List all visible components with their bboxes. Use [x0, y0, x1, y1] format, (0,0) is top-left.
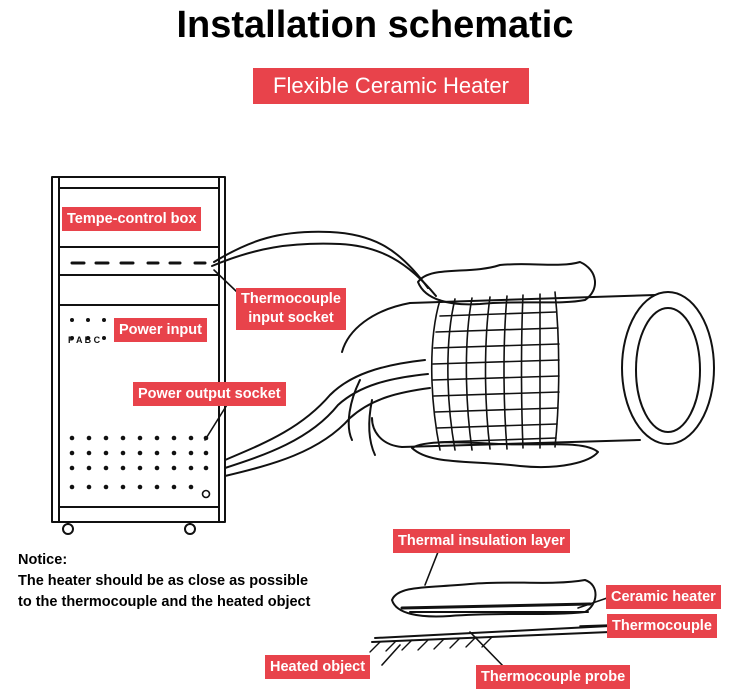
label-power-input: Power input — [114, 318, 207, 342]
pipe-drawing — [341, 291, 715, 448]
label-power-output: Power output socket — [133, 382, 286, 406]
ceramic-heater-band — [430, 291, 560, 451]
control-box-drawing — [51, 176, 226, 535]
insulation-drawing — [417, 261, 596, 306]
power-cable — [224, 359, 426, 461]
cross-section-drawing — [369, 579, 611, 653]
label-ceramic-heater: Ceramic heater — [606, 585, 721, 609]
thermocouple-wire — [213, 230, 429, 289]
label-thermocouple-input-line2: input socket — [248, 310, 334, 326]
page-title: Installation schematic — [176, 4, 574, 46]
label-heated-object: Heated object — [265, 655, 371, 679]
panel-letters: P A B C — [68, 335, 101, 345]
notice-line-2: to the thermocouple and the heated objec… — [18, 594, 311, 610]
label-thermocouple-input: Thermocouple input socket — [236, 288, 346, 330]
notice-line-1: The heater should be as close as possibl… — [18, 573, 309, 589]
notice-heading: Notice: — [18, 552, 68, 568]
label-thermocouple-probe: Thermocouple probe — [476, 665, 631, 689]
notice-block: Notice: The heater should be as close as… — [18, 550, 310, 613]
label-control-box: Tempe-control box — [62, 207, 202, 231]
label-thermocouple-input-line1: Thermocouple — [241, 291, 341, 307]
subtitle-banner: Flexible Ceramic Heater — [253, 68, 529, 104]
label-insulation-layer: Thermal insulation layer — [393, 529, 570, 553]
label-thermocouple: Thermocouple — [607, 614, 717, 638]
